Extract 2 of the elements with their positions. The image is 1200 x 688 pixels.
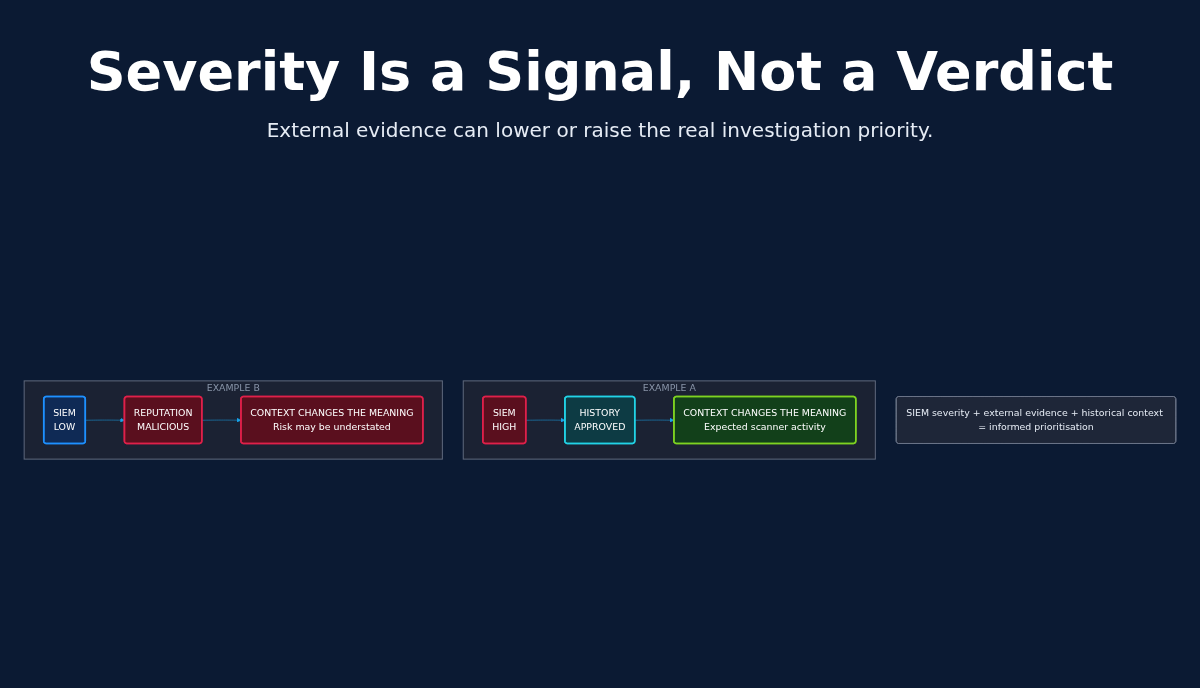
- title: Severity Is a Signal, Not a Verdict: [86, 40, 1114, 103]
- subtitle: External evidence can lower or raise the real investigation priority.: [266, 118, 934, 142]
